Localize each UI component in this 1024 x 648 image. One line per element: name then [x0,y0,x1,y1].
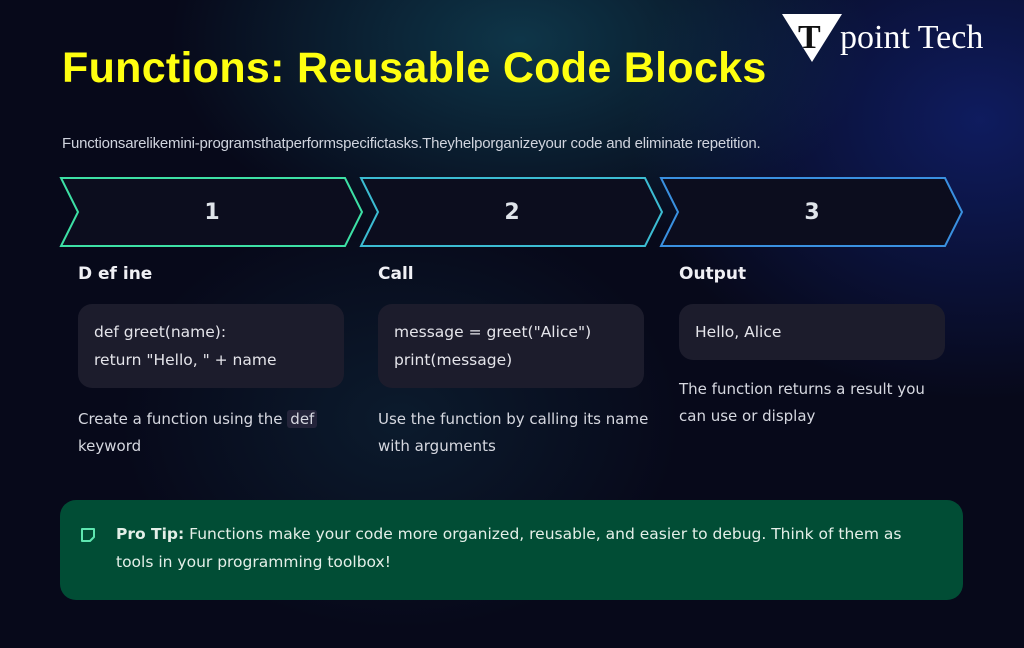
step-heading: Output [679,264,747,284]
page-title: Functions: Reusable Code Blocks [62,44,767,92]
sticky-note-icon [81,528,95,542]
step-output: Output Hello, Alice The function returns… [679,264,949,430]
code-block: message = greet("Alice") print(message) [378,304,644,388]
tpoint-tech-logo: T point Tech [782,14,983,62]
step-note: The function returns a result you can us… [679,380,925,425]
pro-tip-box: Pro Tip: Functions make your code more o… [60,500,963,600]
step-call: Call message = greet("Alice") print(mess… [378,264,648,460]
code-line: def greet(name): [94,323,227,341]
step-chevron-1: 1 [59,176,365,248]
step-number: 1 [204,199,220,225]
step-number: 3 [804,199,820,225]
svg-text:T: T [798,19,821,56]
code-block: Hello, Alice [679,304,945,360]
code-line: Hello, Alice [695,323,782,341]
step-define: D ef ine def greet(name): return "Hello,… [78,264,348,460]
step-chevron-2: 2 [359,176,665,248]
keyword: def [287,410,318,428]
code-line: message = greet("Alice") [394,323,592,341]
description-text: Functionsarelikemini-programsthatperform… [62,135,761,152]
step-heading: Call [378,264,414,284]
svg-text:point Tech: point Tech [840,19,983,56]
step-note: Create a function using the def keyword [78,406,348,460]
step-note: Use the function by calling its name wit… [378,410,649,455]
step-chevron-3: 3 [659,176,965,248]
step-number: 2 [504,199,520,225]
code-line: print(message) [394,351,513,369]
step-heading: D ef ine [78,264,153,284]
tip-text: Functions make your code more organized,… [116,525,902,571]
code-line: return "Hello, " + name [94,351,277,369]
tip-label: Pro Tip: [116,525,185,543]
code-block: def greet(name): return "Hello, " + name [78,304,344,388]
